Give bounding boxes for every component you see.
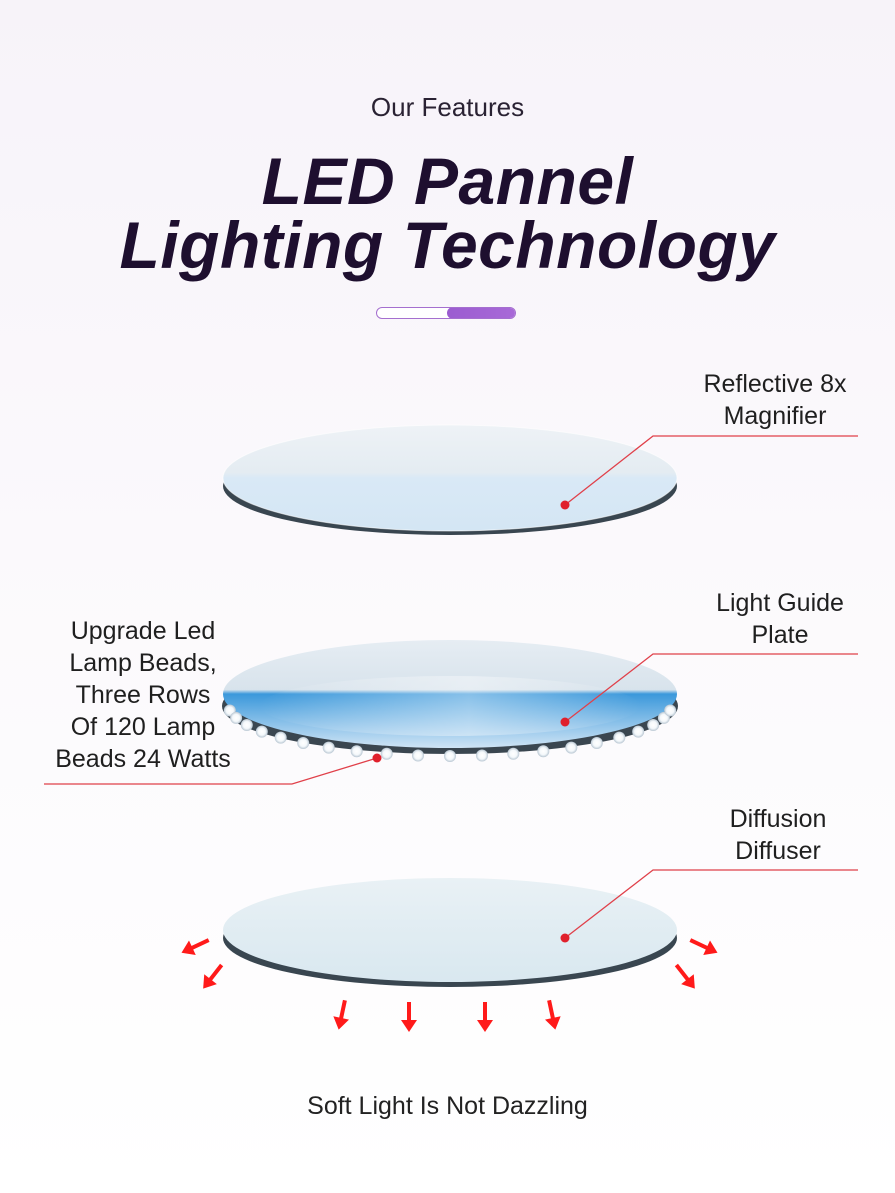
light-arrow-icon <box>181 938 210 955</box>
led-bead <box>507 747 520 760</box>
label-led-beads-line-4: Of 120 Lamp <box>70 713 216 741</box>
light-arrow-icon <box>674 963 695 989</box>
led-bead <box>664 704 677 717</box>
callout-reflective <box>564 435 858 506</box>
accent-divider-fill <box>447 308 515 318</box>
label-diffusion: Diffusion Diffuser <box>690 803 866 867</box>
led-bead <box>274 731 287 744</box>
label-light-guide-line-1: Light Guide <box>716 589 844 617</box>
led-bead <box>230 711 243 724</box>
led-bead <box>297 737 310 749</box>
label-led-beads-line-1: Upgrade Led <box>70 617 216 645</box>
led-bead <box>255 725 268 738</box>
led-bead <box>240 719 253 731</box>
diffusion-plate <box>223 878 677 987</box>
light-arrow-icon <box>203 963 224 989</box>
light-arrow-icon <box>401 1002 417 1032</box>
callout-dot-reflective <box>560 500 570 510</box>
led-bead <box>380 747 393 760</box>
label-diffusion-line-1: Diffusion <box>729 805 827 833</box>
led-bead <box>537 745 550 758</box>
reflective-plate <box>222 424 678 535</box>
light-arrow-icon <box>477 1002 493 1032</box>
led-bead <box>647 719 660 731</box>
callout-dot-led-beads <box>372 753 382 763</box>
callout-led-beads <box>44 757 378 785</box>
headline-line-1: LED Pannel <box>261 144 634 218</box>
light-arrows <box>181 938 718 1032</box>
label-led-beads-line-5: Beads 24 Watts <box>55 745 231 773</box>
callout-light-guide <box>564 653 858 723</box>
led-bead <box>632 725 645 738</box>
label-led-beads: Upgrade Led Lamp Beads, Three Rows Of 12… <box>36 615 250 775</box>
label-reflective-line-2: Magnifier <box>723 402 827 430</box>
led-bead <box>590 737 603 749</box>
light-guide-plate <box>222 640 678 754</box>
led-bead <box>613 731 626 744</box>
light-arrow-icon <box>333 999 349 1030</box>
label-reflective-line-1: Reflective 8x <box>703 370 847 398</box>
eyebrow-text: Our Features <box>370 92 525 122</box>
footer-caption: Soft Light Is Not Dazzling <box>307 1092 588 1120</box>
light-arrow-icon <box>689 938 718 955</box>
led-bead <box>565 741 578 754</box>
label-reflective: Reflective 8x Magnifier <box>680 368 870 432</box>
led-bead <box>412 749 424 762</box>
led-bead <box>350 745 363 758</box>
accent-divider <box>376 307 516 319</box>
label-light-guide-line-2: Plate <box>751 621 809 649</box>
label-diffusion-line-2: Diffuser <box>735 837 821 865</box>
headline-line-2: Lighting Technology <box>119 208 776 282</box>
callout-diffusion <box>564 869 858 939</box>
label-light-guide: Light Guide Plate <box>690 587 870 651</box>
callout-dot-diffusion <box>560 933 570 943</box>
led-bead <box>444 750 456 762</box>
label-led-beads-line-2: Lamp Beads, <box>69 649 217 677</box>
label-led-beads-line-3: Three Rows <box>75 681 211 709</box>
led-bead <box>476 749 488 762</box>
led-bead <box>322 741 335 754</box>
led-bead-ring <box>223 704 677 762</box>
light-arrow-icon <box>545 999 561 1030</box>
callout-dot-light-guide <box>560 717 570 727</box>
